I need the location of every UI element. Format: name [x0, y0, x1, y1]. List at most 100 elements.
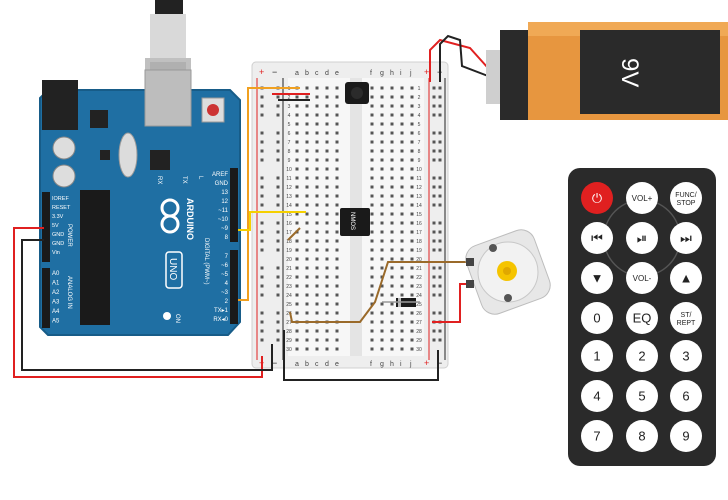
wire-brown-1[interactable]: [287, 227, 301, 241]
st-rept-button[interactable]: ST/REPT: [670, 302, 702, 334]
breadboard-hole[interactable]: [400, 212, 404, 216]
breadboard-hole[interactable]: [380, 257, 384, 261]
breadboard-hole[interactable]: [315, 257, 319, 261]
rail-hole[interactable]: [260, 158, 264, 162]
battery-9v[interactable]: 9V: [486, 22, 728, 120]
rail-hole[interactable]: [432, 149, 436, 153]
breadboard-hole[interactable]: [315, 329, 319, 333]
rail-hole[interactable]: [432, 329, 436, 333]
breadboard-hole[interactable]: [295, 275, 299, 279]
breadboard-hole[interactable]: [370, 122, 374, 126]
breadboard-hole[interactable]: [380, 275, 384, 279]
breadboard-hole[interactable]: [315, 167, 319, 171]
rail-hole[interactable]: [438, 176, 442, 180]
breadboard-hole[interactable]: [315, 266, 319, 270]
breadboard-hole[interactable]: [390, 113, 394, 117]
digit-3-button[interactable]: 3: [670, 340, 702, 372]
rail-hole[interactable]: [432, 86, 436, 90]
vol-down-button[interactable]: VOL-: [626, 262, 658, 294]
breadboard-hole[interactable]: [335, 158, 339, 162]
breadboard-hole[interactable]: [325, 149, 329, 153]
breadboard-hole[interactable]: [315, 239, 319, 243]
breadboard-hole[interactable]: [380, 212, 384, 216]
wire-black-gnd[interactable]: [21, 239, 273, 371]
breadboard-hole[interactable]: [380, 167, 384, 171]
rail-hole[interactable]: [432, 239, 436, 243]
rail-hole[interactable]: [438, 329, 442, 333]
rail-hole[interactable]: [260, 176, 264, 180]
digit-9-button[interactable]: 9: [670, 420, 702, 452]
breadboard-hole[interactable]: [380, 203, 384, 207]
rail-hole[interactable]: [276, 158, 280, 162]
breadboard-hole[interactable]: [295, 176, 299, 180]
breadboard-hole[interactable]: [370, 212, 374, 216]
breadboard-hole[interactable]: [400, 203, 404, 207]
breadboard-hole[interactable]: [410, 347, 414, 351]
breadboard-hole[interactable]: [335, 212, 339, 216]
rail-hole[interactable]: [276, 320, 280, 324]
breadboard-hole[interactable]: [335, 275, 339, 279]
arduino-uno-board[interactable]: ARDUINO UNO ON TX RX L POWER ANALOG IN D…: [39, 69, 241, 336]
breadboard-hole[interactable]: [325, 95, 329, 99]
wires[interactable]: [13, 34, 489, 381]
rail-hole[interactable]: [260, 113, 264, 117]
breadboard-hole[interactable]: [315, 230, 319, 234]
rail-hole[interactable]: [276, 338, 280, 342]
breadboard-hole[interactable]: [295, 347, 299, 351]
dc-motor[interactable]: [462, 226, 554, 318]
breadboard-hole[interactable]: [295, 185, 299, 189]
breadboard-hole[interactable]: [370, 257, 374, 261]
breadboard-hole[interactable]: [305, 275, 309, 279]
breadboard-hole[interactable]: [370, 284, 374, 288]
rail-hole[interactable]: [276, 221, 280, 225]
breadboard-hole[interactable]: [305, 257, 309, 261]
breadboard-hole[interactable]: [335, 293, 339, 297]
breadboard-hole[interactable]: [380, 158, 384, 162]
breadboard-hole[interactable]: [400, 293, 404, 297]
rail-hole[interactable]: [260, 185, 264, 189]
breadboard-hole[interactable]: [410, 293, 414, 297]
next-button[interactable]: ⏭: [670, 222, 702, 254]
breadboard-hole[interactable]: [295, 131, 299, 135]
rail-hole[interactable]: [438, 311, 442, 315]
breadboard-hole[interactable]: [390, 311, 394, 315]
rail-hole[interactable]: [276, 293, 280, 297]
breadboard-hole[interactable]: [410, 230, 414, 234]
rail-hole[interactable]: [438, 194, 442, 198]
breadboard-hole[interactable]: [410, 149, 414, 153]
breadboard-hole[interactable]: [315, 176, 319, 180]
breadboard-hole[interactable]: [315, 194, 319, 198]
breadboard-hole[interactable]: [390, 104, 394, 108]
breadboard-hole[interactable]: [315, 302, 319, 306]
breadboard-hole[interactable]: [305, 338, 309, 342]
breadboard-hole[interactable]: [370, 338, 374, 342]
breadboard-hole[interactable]: [335, 104, 339, 108]
rail-hole[interactable]: [438, 338, 442, 342]
breadboard-hole[interactable]: [335, 86, 339, 90]
breadboard-hole[interactable]: [380, 104, 384, 108]
rail-hole[interactable]: [260, 293, 264, 297]
breadboard-hole[interactable]: [315, 113, 319, 117]
breadboard-hole[interactable]: [305, 104, 309, 108]
breadboard-hole[interactable]: [370, 131, 374, 135]
breadboard-hole[interactable]: [390, 230, 394, 234]
breadboard-hole[interactable]: [380, 122, 384, 126]
rail-hole[interactable]: [260, 239, 264, 243]
rail-hole[interactable]: [432, 284, 436, 288]
breadboard-hole[interactable]: [335, 248, 339, 252]
breadboard-hole[interactable]: [325, 212, 329, 216]
breadboard-hole[interactable]: [410, 140, 414, 144]
rail-hole[interactable]: [276, 95, 280, 99]
rail-hole[interactable]: [260, 203, 264, 207]
breadboard-hole[interactable]: [335, 122, 339, 126]
breadboard-hole[interactable]: [380, 293, 384, 297]
digit-5-button[interactable]: 5: [626, 380, 658, 412]
breadboard-hole[interactable]: [410, 176, 414, 180]
breadboard-hole[interactable]: [410, 311, 414, 315]
rail-hole[interactable]: [432, 275, 436, 279]
breadboard-hole[interactable]: [325, 185, 329, 189]
breadboard-hole[interactable]: [325, 257, 329, 261]
breadboard-hole[interactable]: [410, 95, 414, 99]
breadboard-hole[interactable]: [305, 149, 309, 153]
breadboard-hole[interactable]: [305, 239, 309, 243]
